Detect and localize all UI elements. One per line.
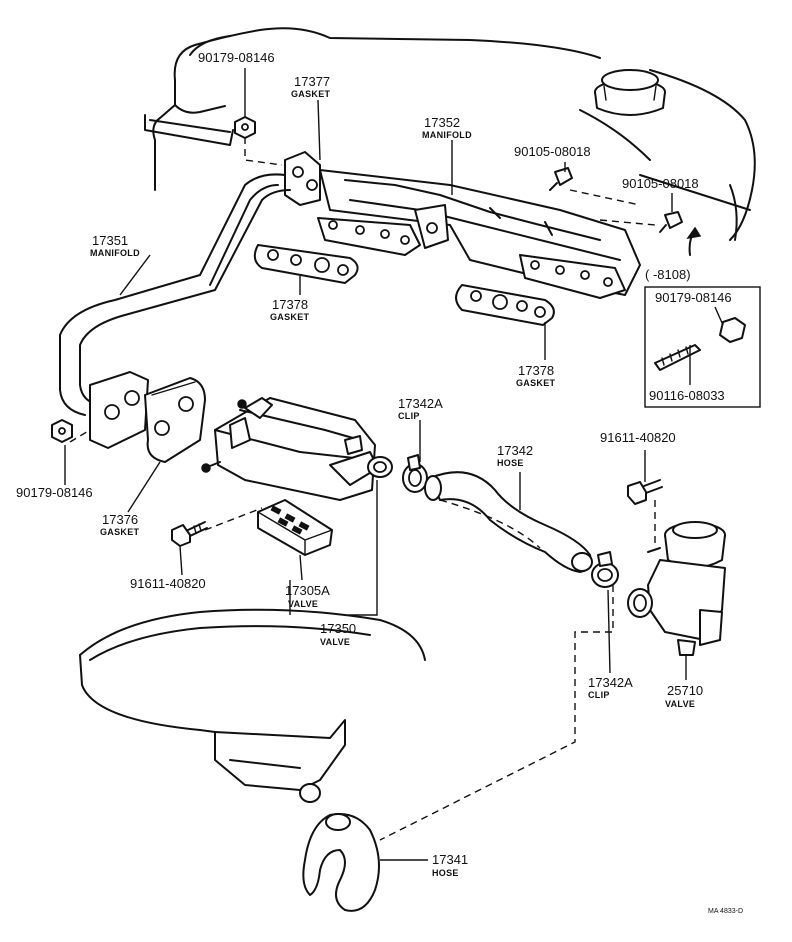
part-number: 25710 xyxy=(667,683,703,698)
part-number: 91611-40820 xyxy=(600,430,676,445)
nut-90179-left xyxy=(51,419,73,443)
part-number: 17342A xyxy=(398,396,443,411)
bolt-91611-left xyxy=(171,521,208,547)
label-17342A-lower: 17342A CLIP xyxy=(588,675,633,700)
label-90179-08146-top: 90179-08146 xyxy=(198,50,275,65)
label-17342A-upper: 17342A CLIP xyxy=(398,396,443,421)
part-number: 17376 xyxy=(102,512,138,527)
part-caption: MANIFOLD xyxy=(422,130,472,140)
part-number: 17378 xyxy=(518,363,554,378)
oil-filler-cap xyxy=(594,69,666,116)
part-number: 90179-08146 xyxy=(655,290,732,305)
part-number: 90105-08018 xyxy=(622,176,699,191)
label-17350: 17350 VALVE xyxy=(320,621,356,647)
date-note: ( -8108) xyxy=(645,267,691,282)
valve-17350 xyxy=(201,397,393,501)
label-diagram-code: MA 4833-D xyxy=(708,908,743,915)
engine-outline xyxy=(144,27,756,241)
label-17351: 17351 MANIFOLD xyxy=(90,233,140,258)
bolt-91611-right xyxy=(627,479,663,505)
part-number: 17342 xyxy=(497,443,533,458)
manifold-17352 xyxy=(284,151,641,299)
part-number: 17378 xyxy=(272,297,308,312)
part-caption: GASKET xyxy=(516,378,556,388)
label-17341: 17341 HOSE xyxy=(432,852,468,878)
label-17376: 17376 GASKET xyxy=(100,512,140,537)
valve-17305A xyxy=(257,499,333,556)
part-caption: GASKET xyxy=(291,89,331,99)
part-number: 91611-40820 xyxy=(130,576,206,591)
part-caption: HOSE xyxy=(432,868,459,878)
label-17352: 17352 MANIFOLD xyxy=(422,115,472,140)
part-number: 90179-08146 xyxy=(16,485,93,500)
part-caption: VALVE xyxy=(665,699,695,709)
air-cleaner xyxy=(79,608,426,803)
part-number: 17351 xyxy=(92,233,128,248)
bolt-90105-a xyxy=(549,167,573,191)
label-91611-40820-right: 91611-40820 xyxy=(600,430,676,445)
part-number: 90116-08033 xyxy=(649,388,725,403)
label-25710: 25710 VALVE xyxy=(665,683,703,709)
part-number: 17341 xyxy=(432,852,468,867)
hose-17342 xyxy=(424,471,593,573)
part-number: 17342A xyxy=(588,675,633,690)
hose-17341 xyxy=(302,813,380,912)
part-number: 17350 xyxy=(320,621,356,636)
part-number: 90105-08018 xyxy=(514,144,591,159)
part-caption: GASKET xyxy=(100,527,140,537)
part-caption: MANIFOLD xyxy=(90,248,140,258)
assembly-lines xyxy=(69,137,656,841)
part-caption: GASKET xyxy=(270,312,310,322)
valve-25710 xyxy=(627,521,726,656)
leader-lines xyxy=(64,68,724,861)
label-date-range: ( -8108) xyxy=(645,267,691,282)
clip-17342A-upper xyxy=(402,454,428,493)
part-caption: CLIP xyxy=(588,690,610,700)
gasket-17378-left xyxy=(253,244,359,284)
inset-box xyxy=(644,286,761,408)
part-number: 17305A xyxy=(285,583,330,598)
label-17342: 17342 HOSE xyxy=(497,443,533,468)
bolt-90105-b xyxy=(659,211,683,233)
label-91611-40820-left: 91611-40820 xyxy=(130,576,206,591)
part-number: 90179-08146 xyxy=(198,50,275,65)
gasket-17376 xyxy=(144,377,206,463)
arrow-head xyxy=(686,226,702,240)
part-caption: VALVE xyxy=(288,599,318,609)
part-number: 17352 xyxy=(424,115,460,130)
part-caption: VALVE xyxy=(320,637,350,647)
label-90105-08018-a: 90105-08018 xyxy=(514,144,591,159)
diagram-code: MA 4833-D xyxy=(708,908,743,915)
part-caption: HOSE xyxy=(497,458,524,468)
gasket-17378-right xyxy=(455,284,555,326)
label-90179-08146-inset: 90179-08146 xyxy=(655,290,732,305)
manifold-17351 xyxy=(59,173,291,449)
part-number: 17377 xyxy=(294,74,330,89)
label-17378-left: 17378 GASKET xyxy=(270,297,310,322)
nut-90179-top xyxy=(234,116,256,139)
part-caption: CLIP xyxy=(398,411,420,421)
label-90105-08018-b: 90105-08018 xyxy=(622,176,699,191)
label-90179-08146-left: 90179-08146 xyxy=(16,485,93,500)
label-90116-08033: 90116-08033 xyxy=(649,388,725,403)
label-17377: 17377 GASKET xyxy=(291,74,331,99)
clip-17342A-lower xyxy=(591,551,619,588)
label-17378-right: 17378 GASKET xyxy=(516,363,556,388)
label-17305A: 17305A VALVE xyxy=(285,583,330,609)
